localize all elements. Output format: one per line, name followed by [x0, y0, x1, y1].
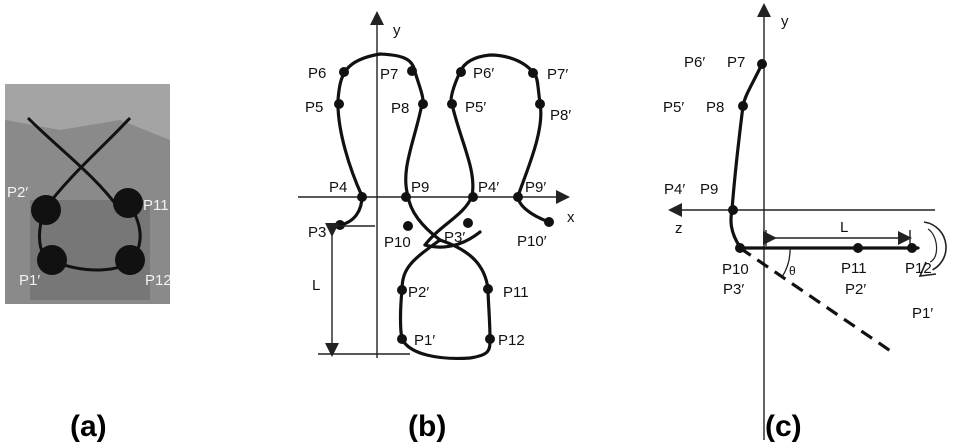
y-axis-label: y	[781, 13, 789, 30]
label-p2p: P2′	[408, 284, 429, 301]
label-p2p: P2′	[7, 184, 28, 201]
label-p5p: P5′	[663, 99, 684, 116]
label-p9: P9	[411, 179, 429, 196]
right-lobe-curve	[423, 53, 551, 247]
label-p1p: P1′	[912, 305, 933, 322]
label-p3p: P3′	[723, 281, 744, 298]
point-p6p	[456, 67, 466, 77]
point-p12	[485, 334, 495, 344]
point-p1p	[397, 334, 407, 344]
label-p4: P4	[329, 179, 347, 196]
point-p7	[757, 59, 767, 69]
length-label: L	[840, 219, 848, 236]
points-c	[728, 59, 917, 253]
label-p6: P6	[308, 65, 326, 82]
z-axis-label: z	[675, 220, 683, 237]
rotation-arrow-inner	[927, 228, 938, 263]
left-lobe-curve	[336, 52, 442, 242]
label-p11: P11	[841, 260, 867, 277]
rotation-arrow	[923, 221, 947, 273]
label-p10: P10	[722, 261, 749, 278]
point-p9	[728, 205, 738, 215]
x-axis-label: x	[567, 209, 575, 226]
label-p10: P10	[384, 234, 411, 251]
point-p11	[853, 243, 863, 253]
point-p2p	[397, 285, 407, 295]
label-p12: P12	[145, 272, 172, 289]
point-p9	[401, 192, 411, 202]
label-p8: P8	[391, 100, 409, 117]
label-p10p: P10′	[517, 233, 547, 250]
points-b	[334, 66, 554, 344]
angle-label: θ	[789, 264, 796, 278]
label-p1p: P1′	[19, 272, 40, 289]
panel-a: P2′ P11 P1′ P12 (a)	[5, 84, 172, 443]
label-p7: P7	[727, 54, 745, 71]
panel-c: y z L θ P6′ P7 P5′ P8 P4′ P9 P10 P3′ P11	[663, 3, 947, 443]
label-p6p: P6′	[684, 54, 705, 71]
label-p12: P12	[498, 332, 525, 349]
label-p4p: P4′	[664, 181, 685, 198]
label-p11: P11	[503, 284, 529, 301]
angle-arc	[781, 247, 791, 278]
photo-marker-p11	[113, 188, 143, 218]
label-p6p: P6′	[473, 65, 494, 82]
label-p3: P3	[308, 224, 326, 241]
point-p8	[418, 99, 428, 109]
point-p3	[335, 220, 345, 230]
side-profile-curve	[729, 62, 764, 249]
label-p4p: P4′	[478, 179, 499, 196]
point-p6	[339, 67, 349, 77]
label-p2p: P2′	[845, 281, 866, 298]
label-p3p: P3′	[444, 229, 465, 246]
point-p5	[334, 99, 344, 109]
caption-a: (a)	[70, 410, 107, 443]
point-p7p	[528, 68, 538, 78]
point-p10p	[544, 217, 554, 227]
caption-b: (b)	[408, 410, 446, 443]
point-p8	[738, 101, 748, 111]
rotated-rod-dashed	[739, 246, 893, 354]
label-p7p: P7′	[547, 66, 568, 83]
point-p10	[403, 221, 413, 231]
label-p5: P5	[305, 99, 323, 116]
point-p4	[357, 192, 367, 202]
panel-b: y x	[298, 11, 575, 443]
label-p12: P12	[905, 260, 932, 277]
label-p5p: P5′	[465, 99, 486, 116]
point-p3p	[463, 218, 473, 228]
length-label: L	[312, 277, 320, 294]
photo-marker-p1p	[37, 245, 67, 275]
point-p11	[483, 284, 493, 294]
label-p7: P7	[380, 66, 398, 83]
bottom-loop-cross	[423, 230, 482, 249]
point-p10	[735, 243, 745, 253]
label-p9: P9	[700, 181, 718, 198]
point-p7	[407, 66, 417, 76]
photo-loop	[38, 204, 142, 272]
photo-marker-p2p	[31, 195, 61, 225]
point-p12	[907, 243, 917, 253]
y-axis-label: y	[393, 22, 401, 39]
label-p8: P8	[706, 99, 724, 116]
point-p9p	[513, 192, 523, 202]
point-p8p	[535, 99, 545, 109]
label-p1p: P1′	[414, 332, 435, 349]
point-p5p	[447, 99, 457, 109]
point-p4p	[468, 192, 478, 202]
photo-marker-p12	[115, 245, 145, 275]
label-p8p: P8′	[550, 107, 571, 124]
photo-light-patch	[5, 84, 170, 140]
rotation-arrow-head	[918, 261, 937, 277]
label-p9p: P9′	[525, 179, 546, 196]
label-p11: P11	[143, 197, 169, 214]
caption-c: (c)	[765, 410, 802, 443]
